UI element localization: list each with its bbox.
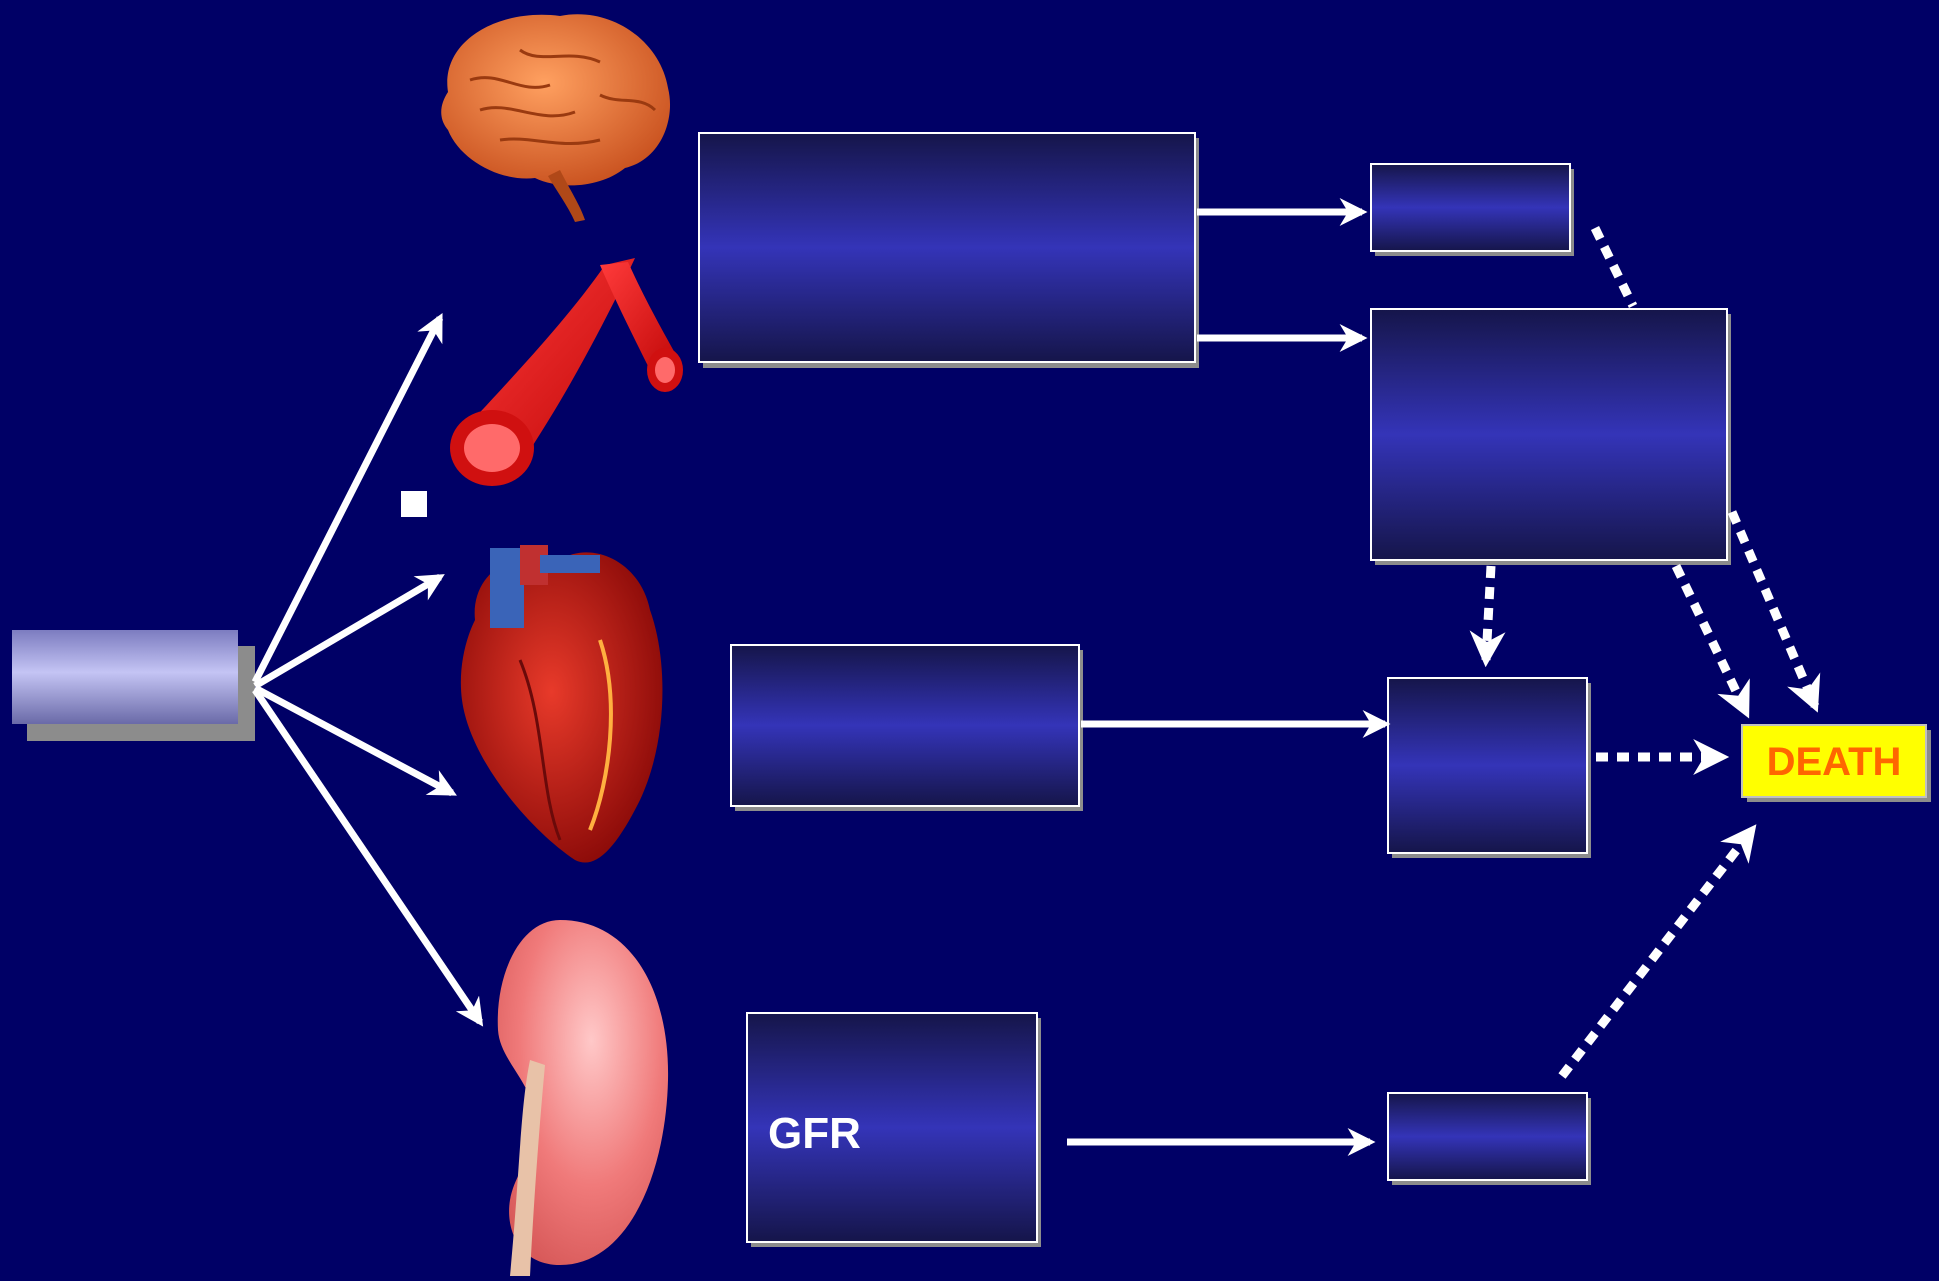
death-label: DEATH xyxy=(1767,740,1902,784)
kidney-icon xyxy=(498,920,668,1276)
artery-icon xyxy=(450,258,683,486)
brain-icon xyxy=(441,14,670,222)
dotted-r1-to-r2 xyxy=(1595,228,1633,306)
dotted-r2-to-death-a xyxy=(1676,566,1746,712)
heart-icon xyxy=(461,545,663,863)
box-b xyxy=(731,645,1083,811)
dotted-r2-to-r3 xyxy=(1486,566,1491,660)
box-r4 xyxy=(1388,1093,1591,1185)
gfr-label: GFR xyxy=(768,1109,861,1158)
arrow-to-kidney xyxy=(255,690,480,1022)
dotted-r4-to-death xyxy=(1562,830,1752,1076)
box-a xyxy=(699,133,1199,368)
death-box: DEATH xyxy=(1742,725,1931,802)
arrow-to-heart-lower xyxy=(255,688,452,793)
dotted-r2-to-death-b xyxy=(1732,512,1815,706)
fan-arrows xyxy=(255,318,480,1022)
box-gfr: GFR xyxy=(747,1013,1041,1247)
source-box xyxy=(12,630,255,741)
box-r2 xyxy=(1371,309,1731,565)
box-r3 xyxy=(1388,678,1591,858)
small-square-marker xyxy=(401,491,427,517)
box-r1 xyxy=(1371,164,1574,256)
